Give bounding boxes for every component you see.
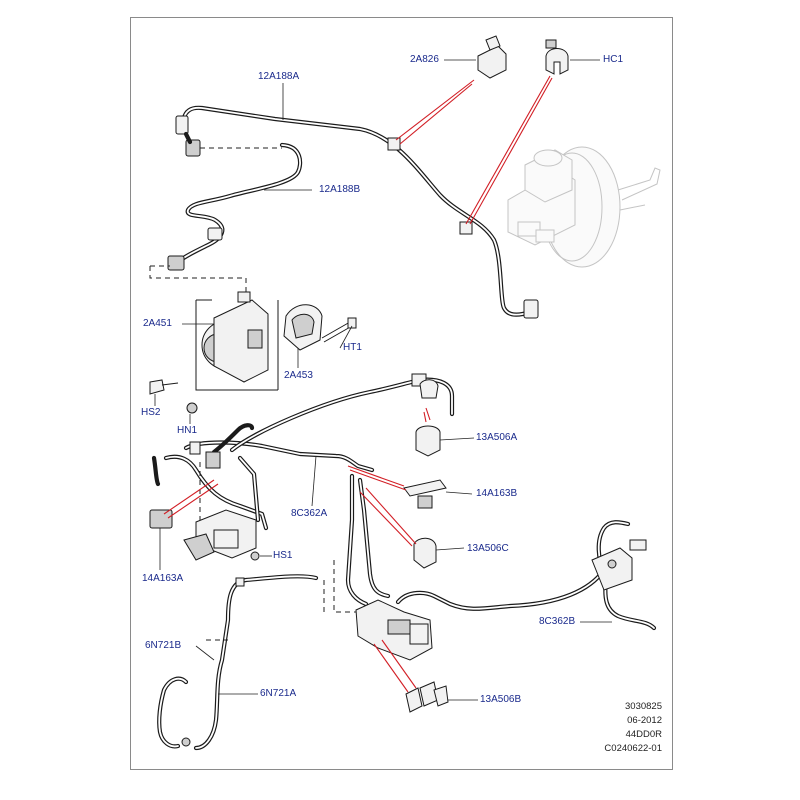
- hose-12A188A: [175, 105, 539, 319]
- clip-on-hose: [387, 137, 473, 235]
- clip-14A163B-part: [403, 479, 447, 509]
- callout-HS2[interactable]: HS2: [141, 407, 161, 418]
- red-leader-lines: [163, 75, 553, 693]
- hose-12A188B: [167, 142, 303, 271]
- hose-8C362A-lower: [345, 473, 607, 661]
- callout-13A506A[interactable]: 13A506A: [476, 432, 518, 443]
- callout-13A506B[interactable]: 13A506B: [480, 694, 522, 705]
- callout-6N721A[interactable]: 6N721A: [260, 688, 297, 699]
- callout-HC1[interactable]: HC1: [603, 54, 624, 65]
- callout-6N721B[interactable]: 6N721B: [145, 640, 182, 651]
- callout-HS1[interactable]: HS1: [273, 550, 293, 561]
- callout-HN1[interactable]: HN1: [177, 425, 198, 436]
- callout-12A188B[interactable]: 12A188B: [319, 184, 361, 195]
- brake-booster-ghost: [507, 146, 661, 268]
- clip-HC1-part: [545, 39, 569, 75]
- callout-8C362A[interactable]: 8C362A: [291, 508, 328, 519]
- vacuum-pump-group: [149, 265, 357, 414]
- callout-13A506C[interactable]: 13A506C: [467, 543, 509, 554]
- diagram-date: 06-2012: [627, 715, 662, 726]
- clip-13A506C-part: [413, 537, 437, 569]
- label-leaders: [154, 59, 612, 701]
- callout-2A451[interactable]: 2A451: [143, 318, 172, 329]
- callout-2A453[interactable]: 2A453: [284, 370, 313, 381]
- hose-6N721A: [181, 574, 319, 751]
- diagram-model-code: 44DD0R: [625, 729, 662, 740]
- valve-block-lower-left: [149, 509, 260, 561]
- callout-14A163A[interactable]: 14A163A: [142, 573, 184, 584]
- clip-13A506B-part: [405, 681, 449, 713]
- clip-2A826-part: [477, 35, 507, 79]
- hose-8C362B: [591, 520, 657, 631]
- callout-2A826[interactable]: 2A826: [410, 54, 439, 65]
- callout-8C362B[interactable]: 8C362B: [539, 616, 576, 627]
- dashed-assembly-lines: [199, 462, 356, 641]
- hose-6N721B: [157, 676, 189, 749]
- clip-13A506A-part: [415, 379, 441, 457]
- callout-HT1[interactable]: HT1: [343, 342, 362, 353]
- hose-8C362A: [151, 373, 455, 531]
- diagram-reference-number: 3030825: [625, 701, 662, 712]
- callout-14A163B[interactable]: 14A163B: [476, 488, 518, 499]
- diagram-illustration-id: C0240622-01: [604, 743, 662, 754]
- callout-12A188A[interactable]: 12A188A: [258, 71, 300, 82]
